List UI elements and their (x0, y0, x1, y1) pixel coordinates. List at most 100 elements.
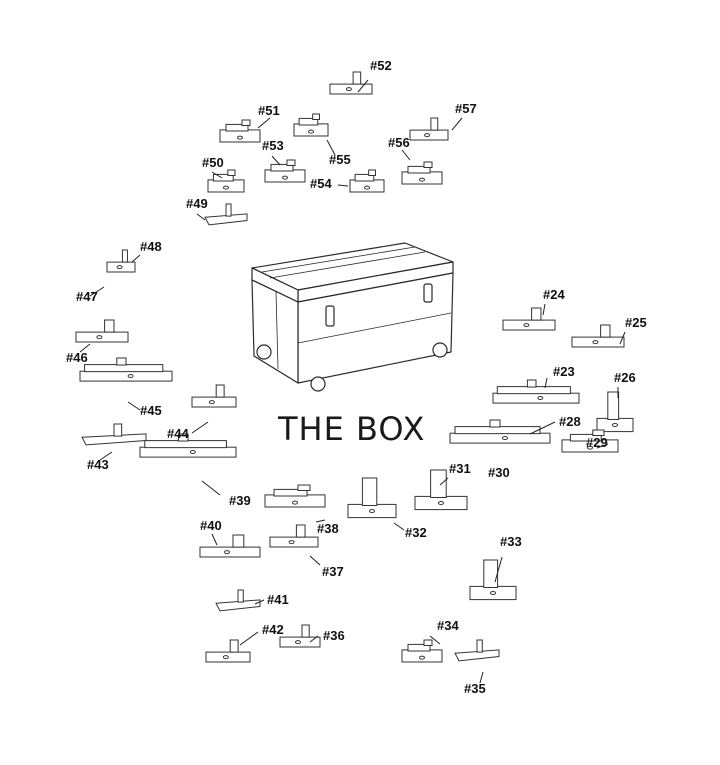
part-46-bracket (75, 319, 129, 343)
part-24-bracket (502, 307, 556, 331)
part-53-bracket (264, 159, 306, 183)
part-34-bracket (401, 639, 443, 663)
part-label-38: #38 (317, 521, 339, 536)
part-55-bracket (293, 113, 329, 137)
part-48-bracket (106, 249, 136, 273)
part-label-45: #45 (140, 403, 162, 418)
box-illustration (251, 242, 454, 392)
diagram-title: THE BOX (277, 410, 425, 448)
part-39-bracket (139, 433, 237, 458)
leader-line-28 (529, 421, 556, 435)
part-45-bracket (79, 357, 173, 382)
part-51-bracket (219, 119, 261, 143)
part-50-bracket (207, 169, 245, 193)
leader-line-40 (211, 533, 218, 546)
part-labels: #23#24#25#26#28#29#30#31#32#33#34#35#36#… (66, 58, 647, 696)
leader-line-47 (89, 286, 105, 297)
leader-line-34 (429, 635, 441, 645)
part-40-bracket (199, 534, 261, 558)
parts-layer (75, 71, 634, 663)
part-29-bracket (561, 429, 619, 453)
part-label-48: #48 (140, 239, 162, 254)
part-label-54: #54 (310, 176, 332, 191)
part-25-bracket (571, 324, 625, 348)
part-35-bracket (454, 639, 500, 662)
leader-line-44 (191, 421, 209, 434)
part-41-bracket (215, 589, 261, 612)
part-38-bracket (264, 484, 326, 508)
leader-line-23 (544, 377, 548, 389)
leader-line-39 (201, 480, 221, 496)
leader-line-41 (254, 599, 265, 605)
leader-line-53 (271, 155, 281, 166)
leader-line-54 (337, 184, 349, 187)
leader-line-33 (494, 556, 503, 583)
leader-line-25 (619, 331, 626, 345)
part-label-34: #34 (437, 618, 459, 633)
part-label-39: #39 (229, 493, 251, 508)
part-label-35: #35 (464, 681, 486, 696)
part-label-53: #53 (262, 138, 284, 153)
leader-lines (79, 79, 626, 684)
leader-line-38 (315, 519, 326, 523)
part-54-bracket (349, 169, 385, 193)
part-label-29: #29 (586, 435, 608, 450)
leader-line-31 (439, 477, 449, 486)
part-26-bracket (596, 391, 634, 433)
part-label-57: #57 (455, 101, 477, 116)
part-label-26: #26 (614, 370, 636, 385)
leader-line-57 (451, 117, 463, 131)
part-49-bracket (204, 203, 248, 226)
leader-line-50 (211, 171, 223, 179)
leader-line-55 (326, 139, 336, 156)
part-label-33: #33 (500, 534, 522, 549)
part-label-40: #40 (200, 518, 222, 533)
leader-line-46 (79, 343, 91, 353)
part-44-bracket (191, 384, 237, 408)
part-label-42: #42 (262, 622, 284, 637)
part-label-51: #51 (258, 103, 280, 118)
leader-line-56 (401, 149, 411, 161)
part-label-41: #41 (267, 592, 289, 607)
leader-line-52 (357, 79, 369, 93)
part-36-bracket (279, 624, 321, 648)
leader-line-35 (479, 671, 484, 684)
leader-line-32 (393, 522, 405, 531)
part-label-50: #50 (202, 155, 224, 170)
part-label-23: #23 (553, 364, 575, 379)
part-57-bracket (409, 117, 449, 141)
part-52-bracket (329, 71, 373, 95)
part-label-31: #31 (449, 461, 471, 476)
leader-line-36 (309, 635, 319, 643)
part-label-32: #32 (405, 525, 427, 540)
part-label-55: #55 (329, 152, 351, 167)
part-label-37: #37 (322, 564, 344, 579)
part-label-44: #44 (167, 426, 189, 441)
part-33-bracket (469, 559, 517, 601)
part-label-28: #28 (559, 414, 581, 429)
part-label-47: #47 (76, 289, 98, 304)
part-31-bracket (414, 469, 468, 511)
leader-line-37 (309, 555, 321, 566)
leader-line-51 (257, 117, 271, 129)
part-32-bracket (347, 477, 397, 519)
part-label-36: #36 (323, 628, 345, 643)
part-label-46: #46 (66, 350, 88, 365)
part-56-bracket (401, 161, 443, 185)
leader-line-43 (99, 451, 113, 461)
leader-line-49 (196, 213, 206, 221)
leader-line-48 (131, 254, 141, 263)
part-23-bracket (492, 379, 580, 404)
part-label-43: #43 (87, 457, 109, 472)
part-label-49: #49 (186, 196, 208, 211)
leader-line-42 (239, 631, 259, 646)
leader-line-45 (127, 401, 141, 411)
part-37-bracket (269, 524, 319, 548)
part-label-25: #25 (625, 315, 647, 330)
part-43-bracket (81, 423, 147, 446)
leader-line-29 (596, 443, 609, 449)
part-label-56: #56 (388, 135, 410, 150)
part-label-52: #52 (370, 58, 392, 73)
